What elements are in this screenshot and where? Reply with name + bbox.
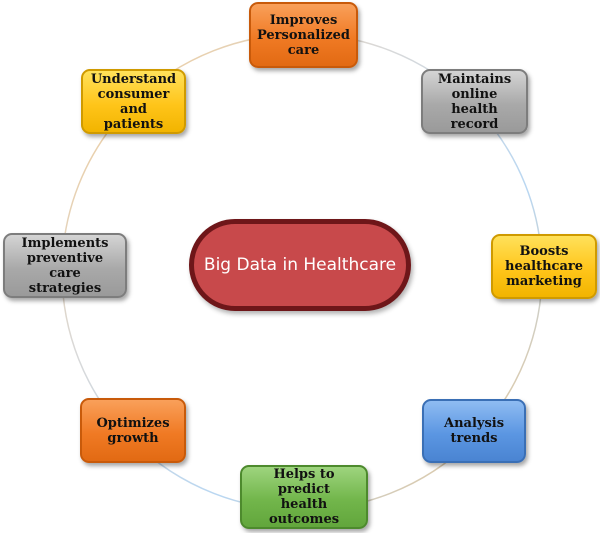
- node-label: Helps to predict health outcomes: [268, 467, 340, 527]
- node-optimizes-growth: Optimizes growth: [80, 398, 186, 463]
- center-topic-label: Big Data in Healthcare: [203, 255, 397, 275]
- center-topic: Big Data in Healthcare: [189, 219, 411, 311]
- node-label: Analysis trends: [443, 416, 505, 446]
- node-analysis-trends: Analysis trends: [422, 399, 526, 463]
- node-label: Boosts healthcare marketing: [505, 244, 583, 289]
- node-improves-personalized-care: Improves Personalized care: [249, 2, 358, 68]
- node-label: Understand consumer and patients: [90, 71, 177, 132]
- node-helps-predict-health-outcomes: Helps to predict health outcomes: [240, 465, 368, 529]
- node-understand-consumer-patients: Understand consumer and patients: [81, 69, 186, 134]
- node-boosts-healthcare-marketing: Boosts healthcare marketing: [491, 234, 597, 299]
- node-label: Optimizes growth: [96, 415, 170, 446]
- node-maintains-online-health-record: Maintains online health record: [421, 69, 528, 134]
- node-label: Maintains online health record: [437, 71, 512, 132]
- node-label: Implements preventive care strategies: [21, 235, 109, 296]
- node-implements-preventive-care: Implements preventive care strategies: [3, 233, 127, 298]
- node-label: Improves Personalized care: [256, 12, 351, 58]
